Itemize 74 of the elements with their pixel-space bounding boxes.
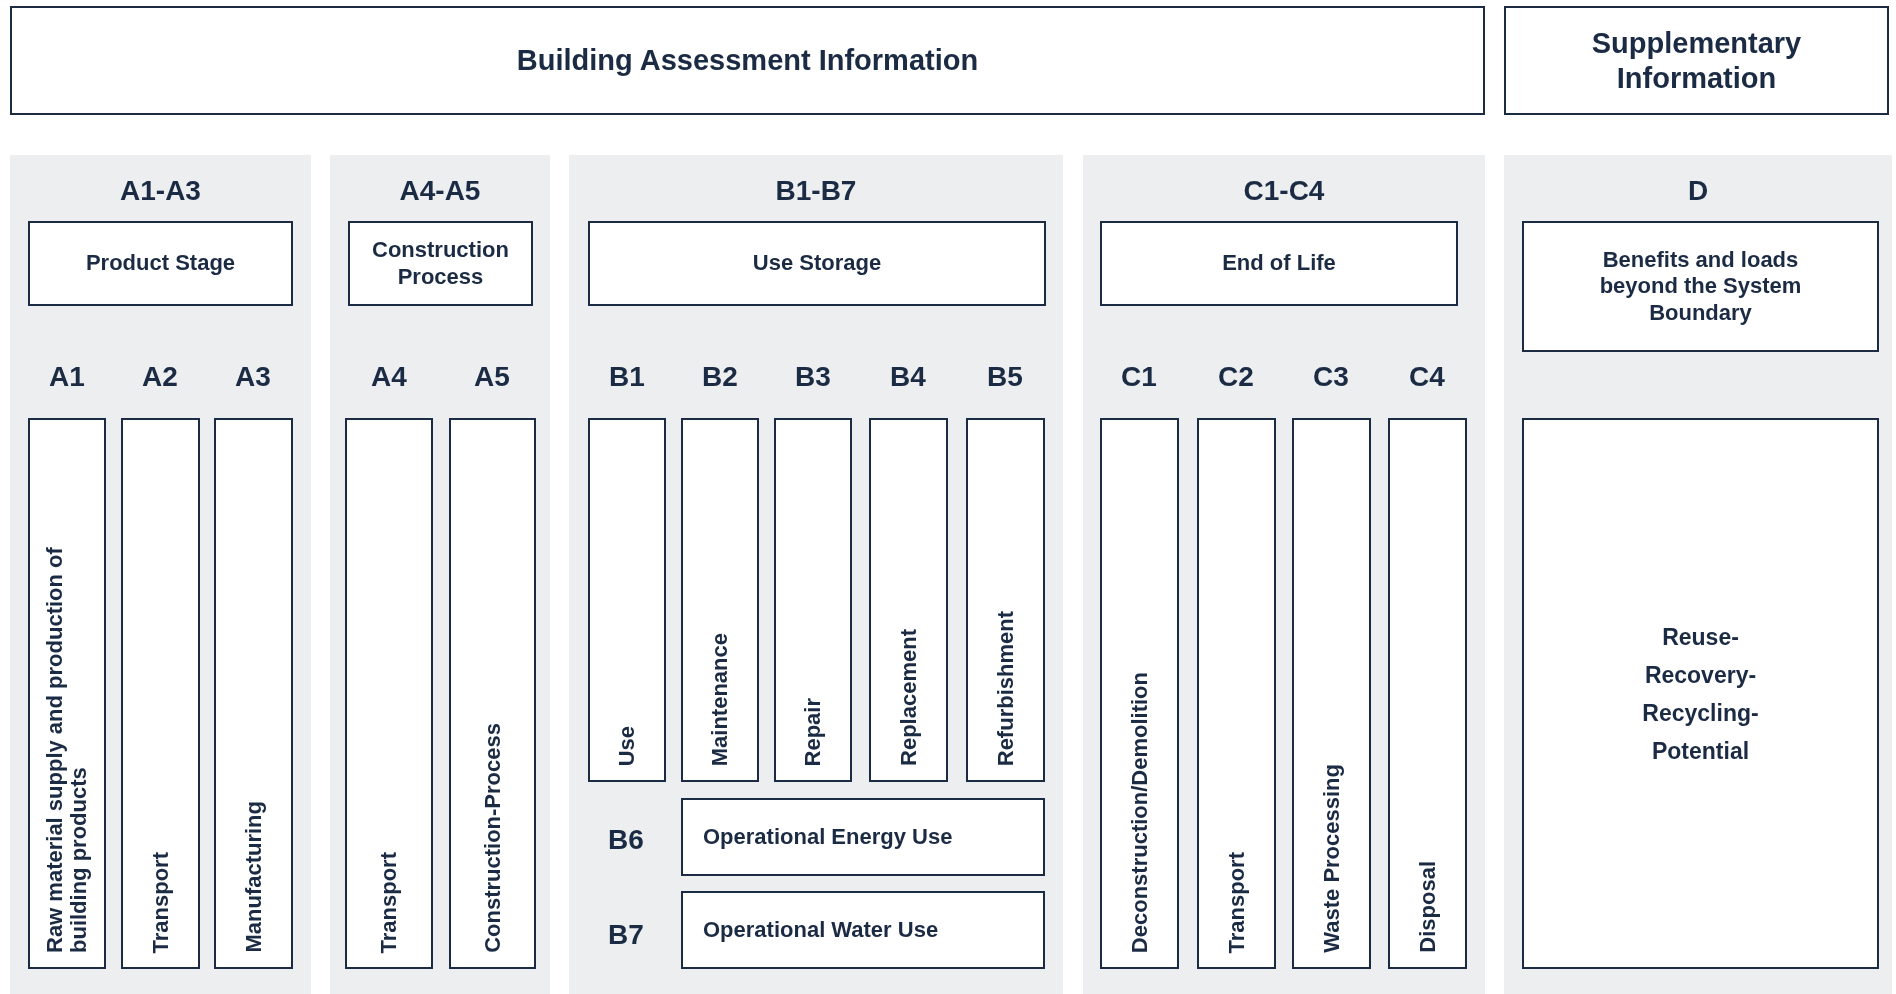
header-box (1504, 6, 1889, 115)
module-column (966, 418, 1045, 782)
module-column (214, 418, 293, 969)
module-label: Disposal (1415, 861, 1440, 953)
stage-panel (330, 155, 550, 994)
module-code: A5 (474, 361, 510, 393)
header-box (10, 6, 1485, 115)
module-box (28, 221, 293, 306)
module-column (1197, 418, 1276, 969)
stage-panel (1083, 155, 1485, 994)
module-column (121, 418, 200, 969)
module-column (1292, 418, 1371, 969)
stage-heading: A4-A5 (398, 175, 482, 207)
module-code: C4 (1409, 361, 1445, 393)
module-label: End of Life (1221, 250, 1337, 277)
stage-panel (1504, 155, 1892, 994)
module-column (869, 418, 948, 782)
module-label: Transport (148, 851, 173, 953)
module-label: Construction Process (371, 237, 510, 290)
module-column (681, 418, 759, 782)
module-box (681, 891, 1045, 969)
module-label: Transport (1224, 851, 1249, 953)
module-box (588, 221, 1046, 306)
module-label: Deconstruction/Demolition (1127, 671, 1152, 953)
module-code: C2 (1218, 361, 1254, 393)
stage-panel (569, 155, 1063, 994)
module-code: B3 (795, 361, 831, 393)
module-code: B1 (609, 361, 645, 393)
module-label: Use (614, 725, 640, 766)
module-label: Reuse- Recovery- Recycling- Potential (1641, 622, 1760, 766)
module-code: B4 (890, 361, 926, 393)
module-column (1100, 418, 1179, 969)
module-label: Operational Energy Use (702, 823, 954, 851)
module-label: Raw material supply and production of building products (42, 546, 92, 953)
module-label: Construction-Process (480, 723, 505, 953)
module-code: C1 (1121, 361, 1157, 393)
module-column (1388, 418, 1467, 969)
module-code: B5 (987, 361, 1023, 393)
stage-heading: C1-C4 (1242, 175, 1326, 207)
module-label: Repair (800, 697, 826, 766)
module-column (28, 418, 106, 969)
module-label: Use Storage (751, 250, 883, 277)
module-label: Manufacturing (241, 801, 266, 953)
stage-panel (10, 155, 311, 994)
stage-heading: A1-A3 (119, 175, 202, 207)
module-code: C3 (1313, 361, 1349, 393)
module-code: B2 (702, 361, 738, 393)
module-box (348, 221, 533, 306)
module-label: Operational Water Use (702, 916, 940, 944)
module-column (774, 418, 852, 782)
stage-heading: D (1686, 175, 1710, 207)
module-label: Waste Processing (1319, 764, 1344, 953)
module-label: Supplementary Information (1590, 25, 1803, 96)
module-label: Replacement (896, 629, 921, 766)
module-label: Building Assessment Information (515, 43, 980, 78)
module-label: Transport (376, 851, 402, 953)
module-code: B7 (608, 919, 644, 951)
module-column (345, 418, 433, 969)
module-label: Benefits and loads beyond the System Boundary (1598, 246, 1803, 327)
module-box (1522, 221, 1879, 352)
module-box (1522, 418, 1879, 969)
module-code: A2 (142, 361, 178, 393)
module-column (449, 418, 536, 969)
module-code: A4 (371, 361, 407, 393)
module-code: A3 (235, 361, 271, 393)
module-box (1100, 221, 1458, 306)
module-code: A1 (49, 361, 85, 393)
stage-heading: B1-B7 (774, 175, 858, 207)
module-box (681, 798, 1045, 876)
module-label: Maintenance (707, 632, 733, 766)
module-code: B6 (608, 824, 644, 856)
module-label: Refurbishment (993, 610, 1018, 766)
module-column (588, 418, 666, 782)
module-label: Product Stage (84, 250, 237, 277)
